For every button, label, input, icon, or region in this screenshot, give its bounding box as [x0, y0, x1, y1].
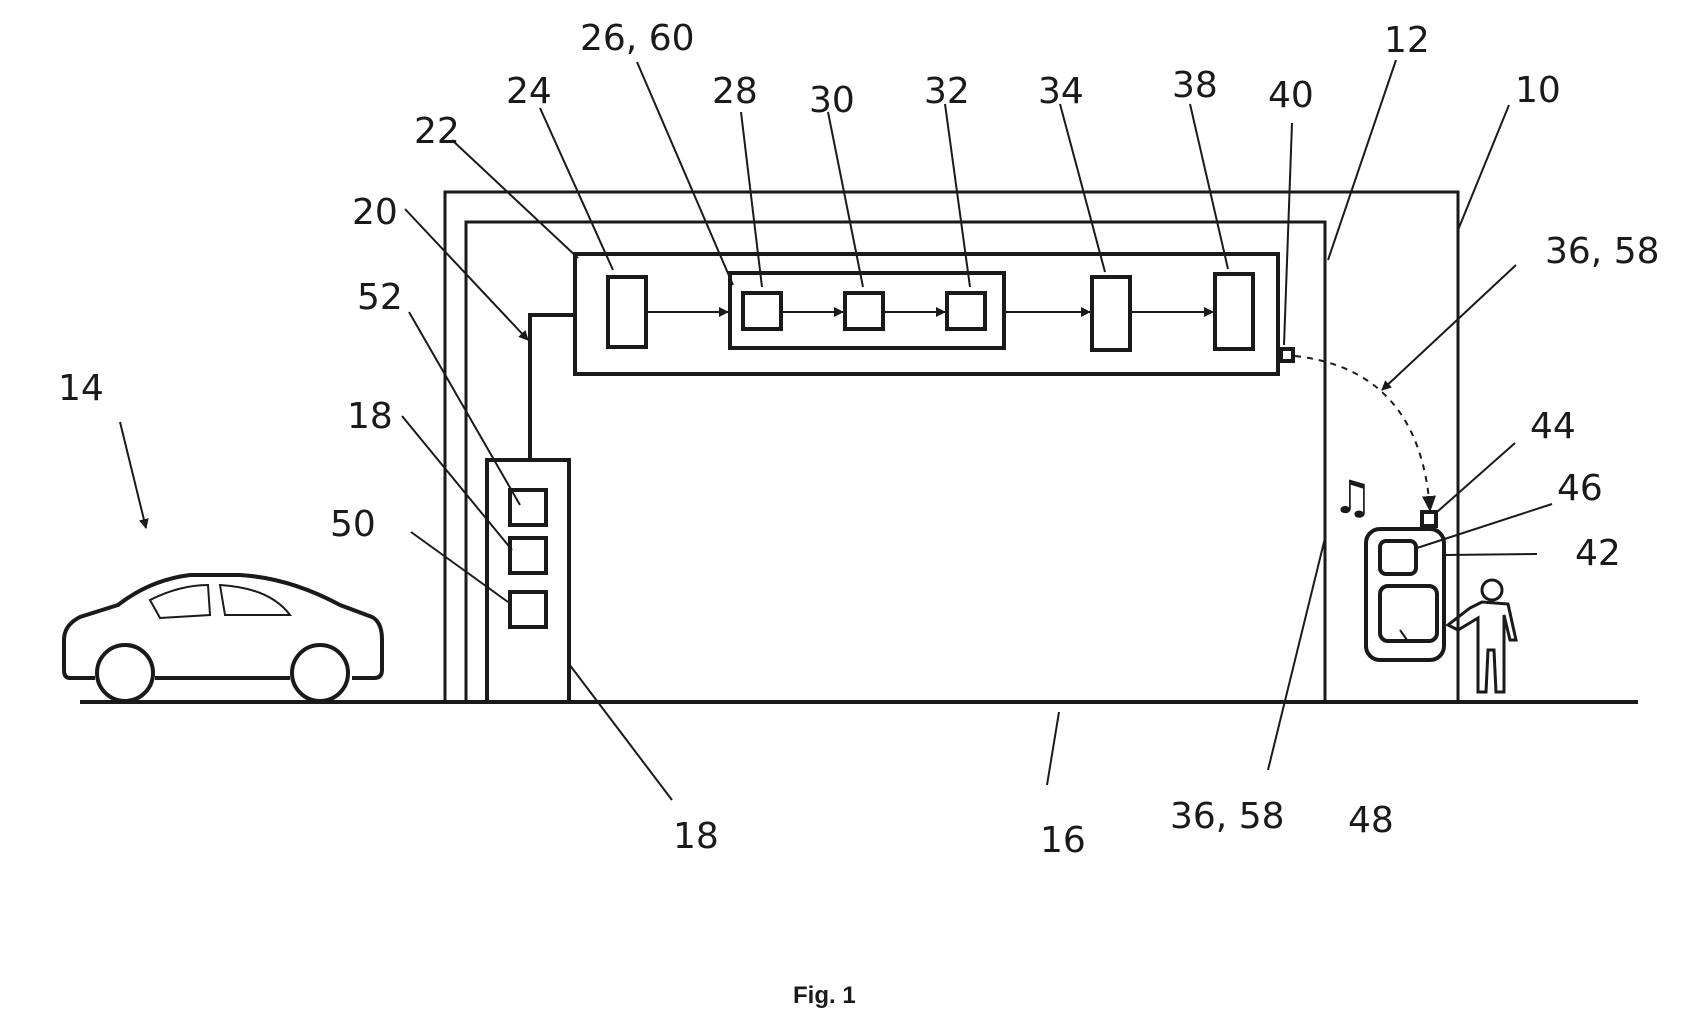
component-38 — [1215, 274, 1253, 349]
label-36-58-top: 36, 58 — [1545, 231, 1660, 272]
label-48: 48 — [1348, 800, 1394, 841]
label-22: 22 — [414, 111, 460, 152]
component-24 — [608, 277, 646, 347]
label-32: 32 — [924, 71, 970, 112]
label-34: 34 — [1038, 71, 1084, 112]
label-18-left: 18 — [347, 396, 393, 437]
label-38: 38 — [1172, 65, 1218, 106]
label-14: 14 — [58, 368, 104, 409]
label-20: 20 — [352, 192, 398, 233]
label-30: 30 — [809, 80, 855, 121]
label-52: 52 — [357, 277, 403, 318]
label-24: 24 — [506, 71, 552, 112]
label-28: 28 — [712, 71, 758, 112]
port-40 — [1281, 349, 1293, 361]
music-note-icon: ♫ — [1332, 470, 1373, 524]
label-12: 12 — [1384, 20, 1430, 61]
component-34 — [1092, 277, 1130, 350]
leader-lines — [120, 60, 1552, 800]
car-icon — [64, 575, 382, 701]
label-40: 40 — [1268, 75, 1314, 116]
connection-line-20 — [530, 315, 575, 460]
label-16: 16 — [1040, 820, 1086, 861]
label-46: 46 — [1557, 468, 1603, 509]
label-26-60: 26, 60 — [580, 18, 695, 59]
component-30 — [845, 293, 883, 329]
label-50: 50 — [330, 504, 376, 545]
label-44: 44 — [1530, 406, 1576, 447]
label-18-bottom: 18 — [673, 816, 719, 857]
figure-caption: Fig. 1 — [793, 982, 856, 1009]
label-42: 42 — [1575, 533, 1621, 574]
component-32 — [947, 293, 985, 329]
component-28 — [743, 293, 781, 329]
label-10: 10 — [1515, 70, 1561, 111]
terminal-element-50 — [510, 592, 546, 627]
terminal-element-18 — [510, 538, 546, 573]
label-36-58-bottom: 36, 58 — [1170, 796, 1285, 837]
